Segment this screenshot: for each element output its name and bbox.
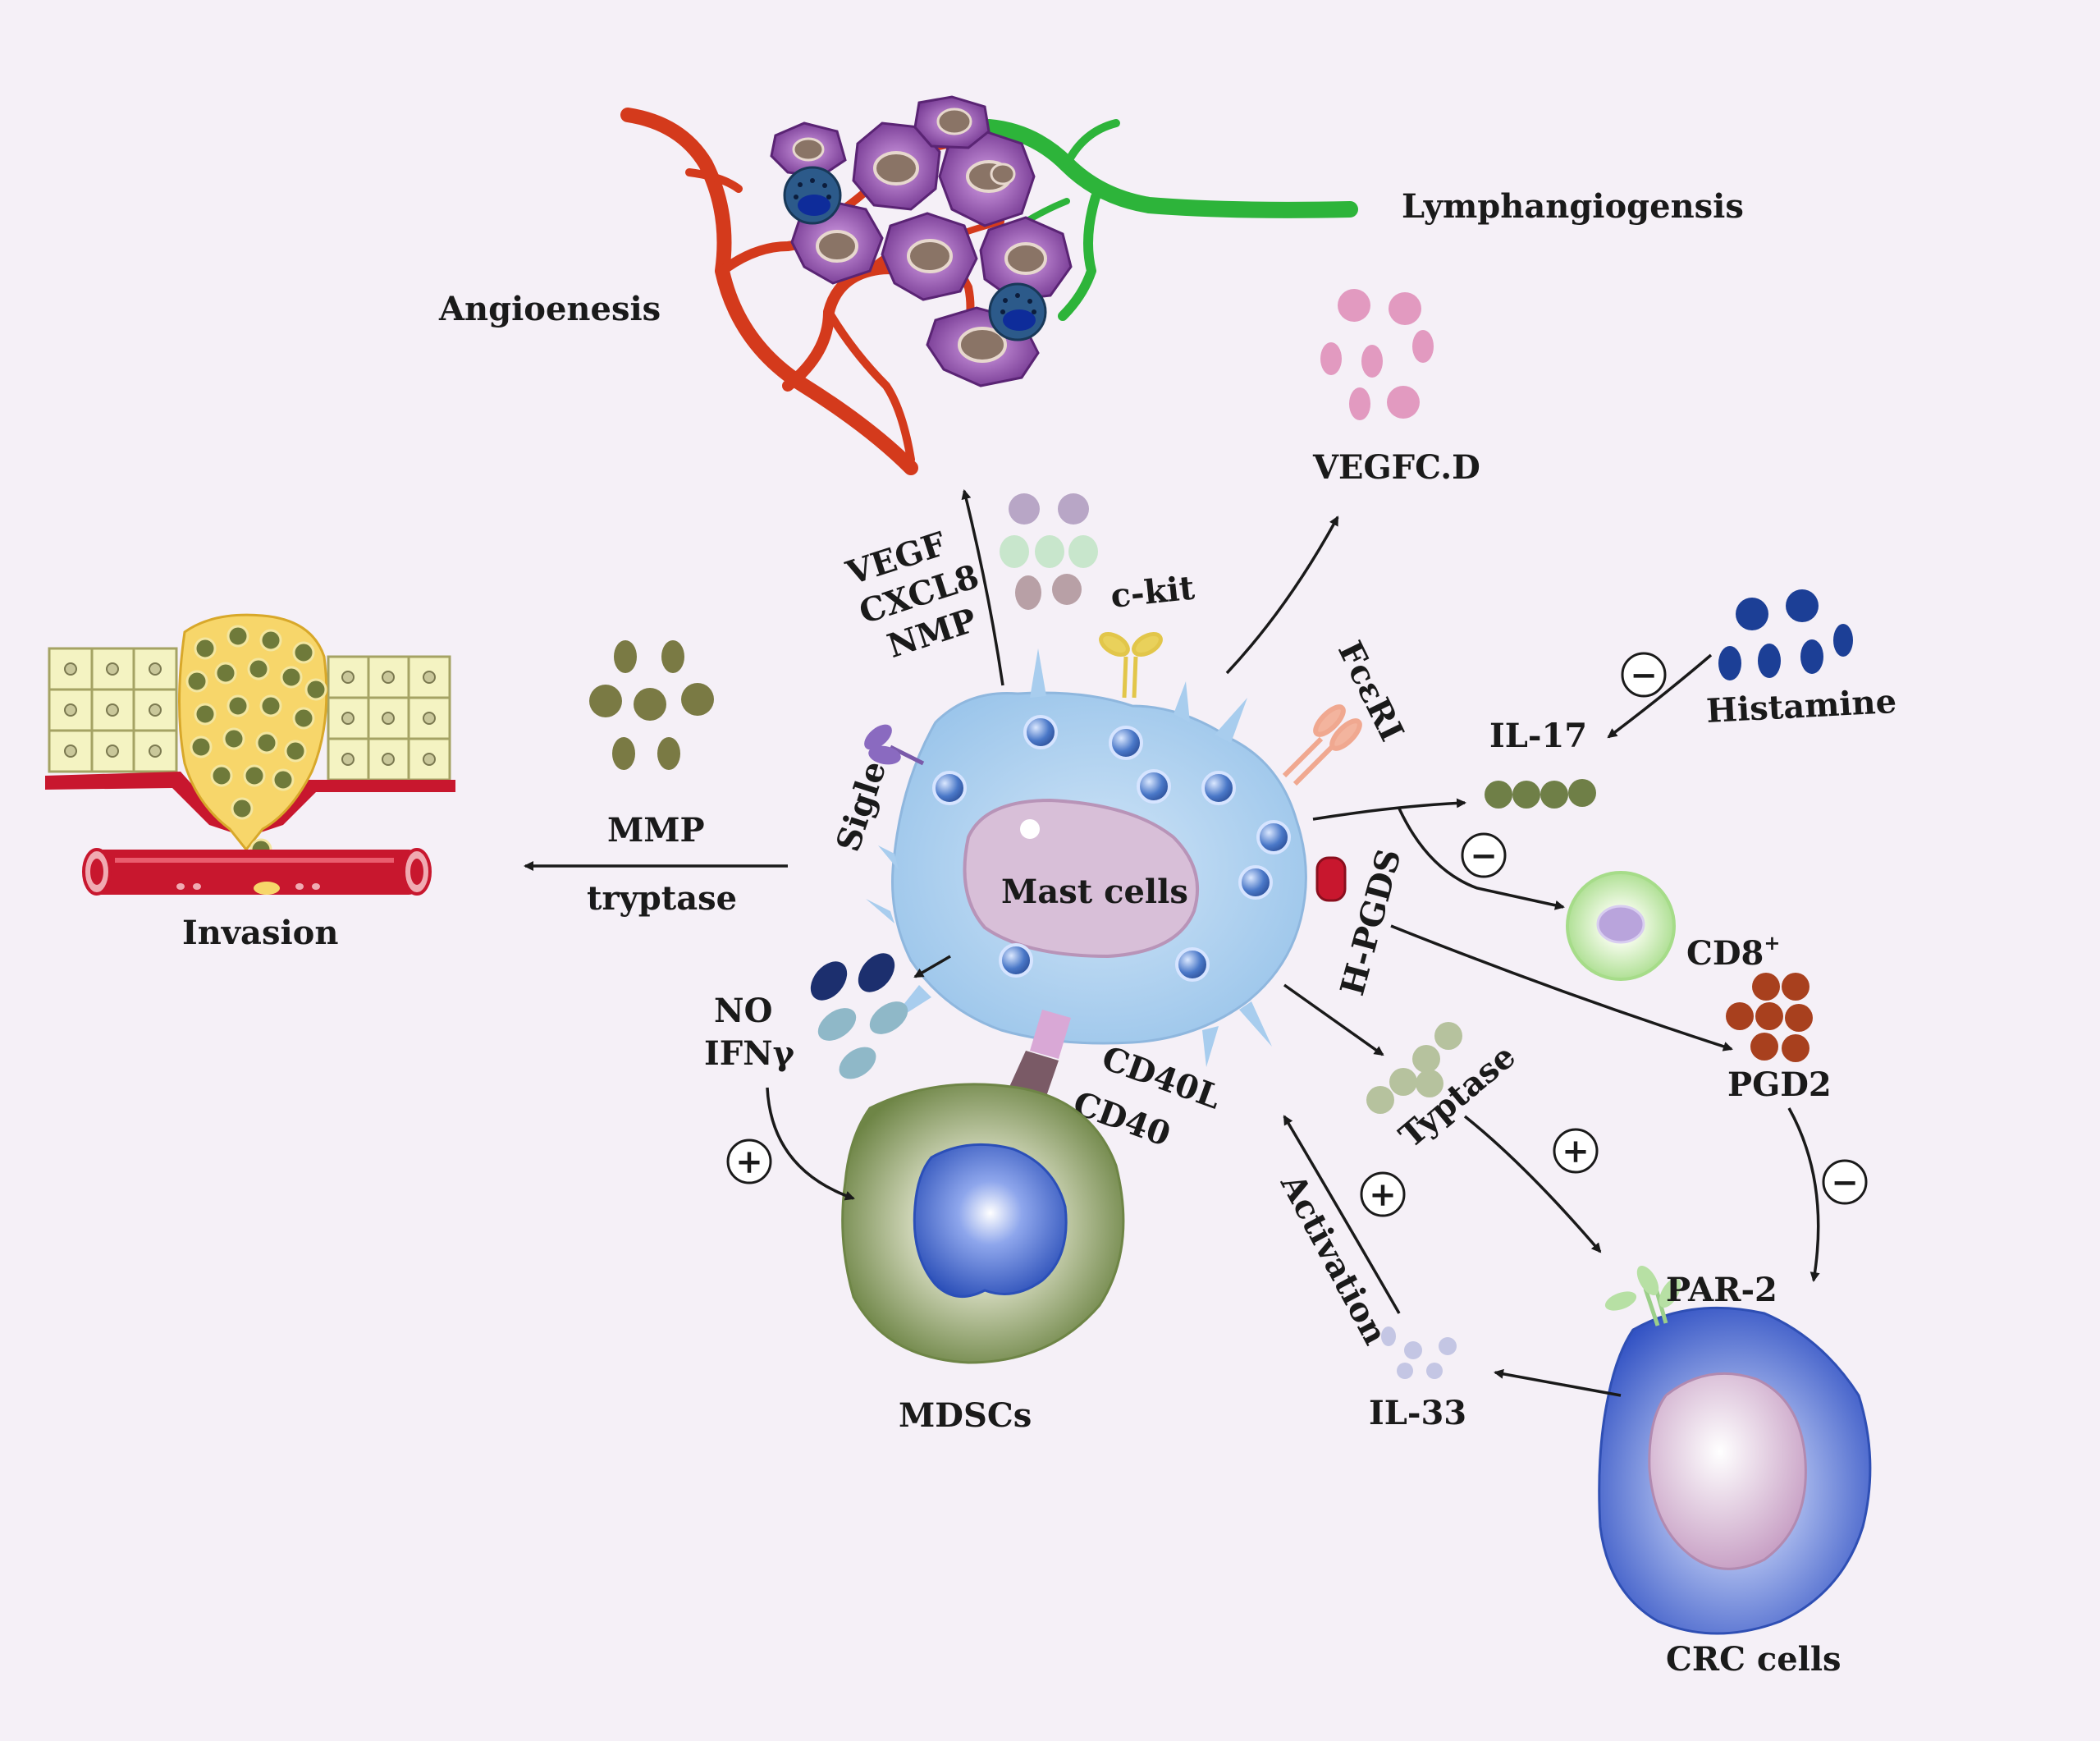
tissue-mast-cell	[783, 166, 842, 225]
invasion-illustration	[45, 613, 455, 896]
il33-granules	[1381, 1326, 1457, 1379]
tissue-mast-cell	[988, 282, 1047, 341]
vegf-granules	[1000, 493, 1098, 610]
fceri-receptor	[1282, 704, 1362, 786]
vegfcd-granules	[1320, 289, 1434, 420]
mdscs-label: MDSCs	[899, 1396, 1032, 1435]
crc-label: CRC cells	[1666, 1640, 1842, 1679]
pgd2-label: PGD2	[1727, 1065, 1832, 1104]
ifn-label: IFNγ	[704, 1034, 795, 1073]
sign-plus-activation: +	[1360, 1171, 1406, 1217]
par2-receptor	[1604, 1265, 1681, 1326]
ckit-receptor	[1099, 632, 1163, 699]
sign-text: −	[1630, 656, 1658, 694]
mast-cell	[866, 648, 1347, 1067]
cd8-superscript: +	[1764, 931, 1780, 955]
arrow-to-il17	[1312, 798, 1466, 821]
sign-text: −	[1470, 836, 1498, 875]
mmp-label: MMP	[607, 811, 705, 850]
basement-membrane	[45, 772, 455, 837]
sign-text: +	[1562, 1132, 1590, 1171]
epithelium-left	[48, 647, 178, 773]
arrow-crc-to-il33	[1494, 1368, 1622, 1397]
hpgds-enzyme	[1315, 856, 1347, 902]
sign-text: +	[1369, 1175, 1397, 1214]
arrow-pgd2-to-crc	[1787, 1107, 1820, 1282]
vegf-cxcl8-nmp-group: VEGF CXCL8 NMP	[841, 525, 984, 666]
tumor-cells	[770, 95, 1073, 387]
cd8-text: CD8	[1686, 934, 1764, 973]
sign-plus-no: +	[726, 1139, 772, 1184]
tumor-cell	[913, 95, 991, 149]
angiogenesis-label: Angioenesis	[438, 290, 661, 328]
invasion-blood-vessel	[82, 848, 432, 896]
mdsc-cell	[841, 1083, 1125, 1364]
sign-minus-histamine: −	[1621, 652, 1667, 698]
tumor-cell	[881, 212, 978, 301]
tryptase-left-label: tryptase	[587, 879, 737, 918]
invading-tumor-mass	[178, 613, 328, 861]
arrows	[524, 489, 1820, 1397]
il33-label: IL-33	[1369, 1394, 1466, 1432]
sign-minus-il17: −	[1461, 832, 1507, 878]
mmp-granules	[589, 640, 714, 770]
il17-granules	[1485, 779, 1596, 809]
typtase-granules	[1366, 1022, 1462, 1114]
pgd2-granules	[1726, 973, 1813, 1062]
mast-cells-label: Mast cells	[1001, 873, 1188, 911]
histamine-granules	[1718, 589, 1853, 680]
arrow-il33-to-mast	[1283, 1115, 1401, 1314]
sign-minus-pgd2: −	[1822, 1159, 1868, 1205]
vegfcd-label: VEGFC.D	[1312, 448, 1480, 487]
sign-text: +	[735, 1143, 763, 1181]
mast-cell-granules	[932, 715, 1291, 982]
arrow-typtase-to-crc	[1463, 1115, 1602, 1253]
crc-cell	[1598, 1306, 1872, 1635]
invasion-label: Invasion	[182, 914, 338, 952]
no-label: NO	[714, 992, 772, 1030]
arrow-to-pgd2	[1390, 924, 1733, 1051]
sigle-receptor	[864, 724, 925, 766]
cd8-label: CD8+	[1686, 931, 1780, 973]
il17-label: IL-17	[1489, 717, 1587, 755]
cd8-cell	[1566, 871, 1676, 981]
lymphangiogenesis-label: Lymphangiogensis	[1402, 187, 1744, 226]
sign-text: −	[1831, 1163, 1859, 1202]
nucleolus	[1020, 819, 1040, 839]
arrow-to-vegfcd	[1225, 515, 1339, 675]
arrow-to-typtase	[1283, 983, 1384, 1056]
tumor-vessel-cluster	[620, 95, 1358, 475]
arrow-histamine-to-il17	[1607, 653, 1713, 739]
tumor-cell	[770, 121, 847, 178]
arrow-no-to-mdsc	[766, 1087, 855, 1201]
arrow-to-no-ifn	[913, 955, 951, 978]
tumor-cell	[852, 121, 941, 211]
no-ifn-granules	[810, 953, 908, 1079]
arrow-il17-to-cd8	[1398, 808, 1565, 910]
tumor-cell	[938, 130, 1036, 227]
epithelium-right	[327, 655, 451, 781]
lymph-vessel	[981, 119, 1358, 321]
par2-label: PAR-2	[1666, 1271, 1777, 1309]
arrow-to-angiogenesis	[961, 489, 1004, 686]
sign-plus-typtase: +	[1553, 1128, 1599, 1174]
ckit-label: c-kit	[1109, 568, 1196, 615]
tumor-cell	[979, 216, 1073, 301]
mast-cell-nucleus	[963, 798, 1200, 959]
